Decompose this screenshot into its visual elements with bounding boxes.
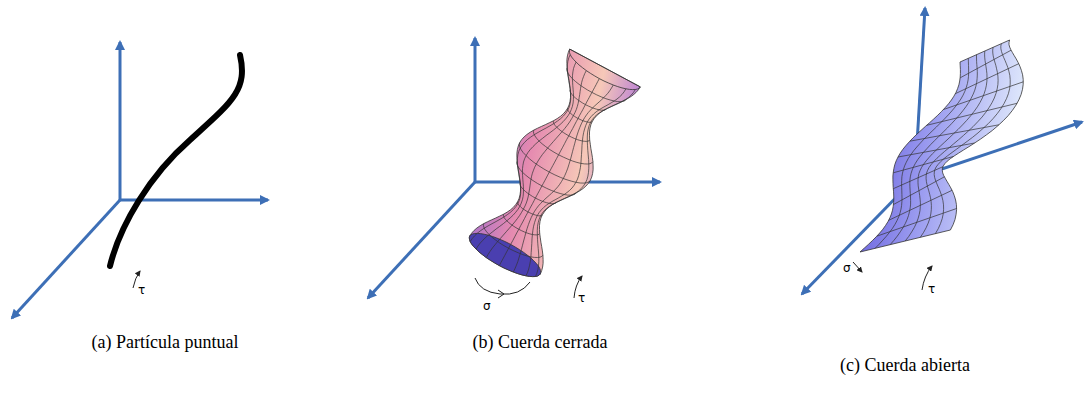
axes bbox=[12, 42, 268, 318]
grid-line bbox=[518, 202, 543, 216]
sigma-arrow bbox=[853, 262, 862, 272]
axes bbox=[802, 8, 1082, 294]
grid-line bbox=[877, 209, 957, 237]
grid-line bbox=[927, 103, 1017, 125]
tau-label: τ bbox=[578, 292, 585, 304]
closed-string-worldsheet bbox=[469, 49, 640, 277]
grid-line bbox=[889, 190, 952, 220]
grid-line bbox=[875, 58, 969, 248]
grid-line bbox=[960, 50, 1011, 78]
sigma-label: σ bbox=[483, 300, 491, 312]
grid-line bbox=[483, 224, 543, 258]
open-string-worldsheet bbox=[860, 40, 1023, 252]
grid-line bbox=[517, 161, 577, 195]
grid-line bbox=[898, 143, 975, 157]
grid-line bbox=[934, 44, 1010, 234]
tau-label: τ bbox=[138, 284, 145, 296]
grid-line bbox=[894, 177, 945, 205]
grid-line bbox=[503, 214, 539, 235]
sigma-arrow-head bbox=[498, 290, 504, 298]
grid-line bbox=[893, 167, 943, 189]
grid-line bbox=[570, 90, 606, 111]
tau-label: τ bbox=[928, 283, 935, 295]
tube-surface bbox=[469, 49, 640, 277]
grid-line bbox=[910, 125, 999, 141]
grid-line bbox=[944, 82, 1024, 110]
axes bbox=[368, 38, 660, 298]
worldline bbox=[110, 55, 242, 266]
figure-caption: (b) Cuerda cerrada bbox=[473, 333, 608, 351]
grid-line bbox=[533, 130, 593, 164]
grid-line bbox=[499, 79, 599, 266]
figure-caption: (a) Partícula puntual bbox=[92, 333, 239, 351]
grid-line bbox=[567, 68, 627, 102]
grid-line bbox=[520, 183, 556, 204]
grid-line bbox=[568, 108, 593, 122]
sigma-label: σ bbox=[843, 262, 851, 274]
grid-line bbox=[955, 64, 1018, 94]
grid-line bbox=[920, 47, 998, 237]
figure-caption: (c) Cuerda abierta bbox=[840, 356, 970, 374]
ribbon-surface bbox=[860, 40, 1023, 252]
grid-line bbox=[553, 121, 589, 142]
sigma-arrow bbox=[475, 278, 530, 294]
grid-line bbox=[513, 85, 613, 272]
grid-line bbox=[893, 157, 953, 173]
